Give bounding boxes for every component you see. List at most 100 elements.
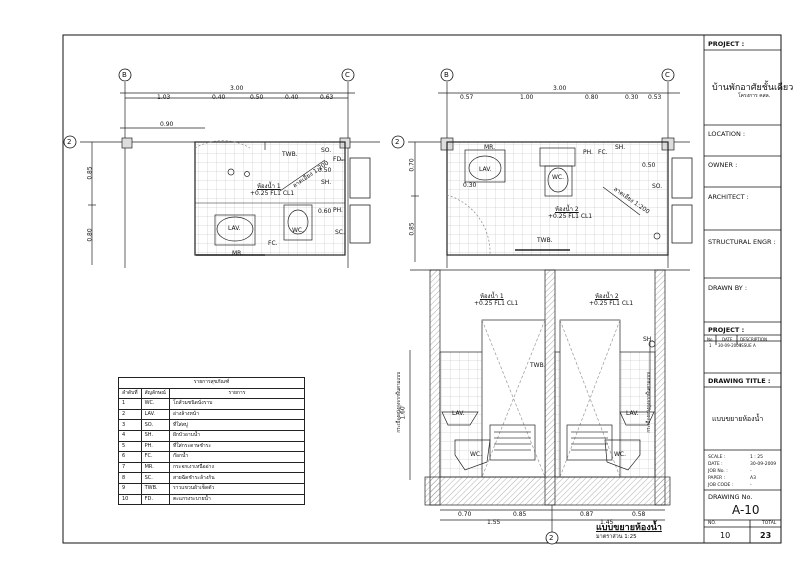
right-dim-r2: 0.30 — [463, 182, 477, 189]
legend-header-no: ลำดับที่ — [118, 387, 142, 400]
tb-rev-row-date: 30-09-2009 — [718, 343, 742, 348]
legend-cell: TWB. — [140, 482, 170, 495]
elev-dim-c1: 1.55 — [487, 519, 501, 526]
tb-rev-row-no: 1 — [709, 343, 712, 348]
right-room-level: +0.25 FL1 CL1 — [548, 213, 593, 220]
tb-architect-label: ARCHITECT : — [708, 193, 749, 201]
grid-label-b-right: B — [444, 71, 449, 79]
grid-bubbles — [63, 68, 675, 545]
legend-cell: 7 — [118, 461, 142, 474]
tb-location-label: LOCATION : — [708, 130, 746, 138]
legend-cell: ตะแกรงระบายน้ำ — [168, 493, 305, 506]
tb-no-label: NO. — [708, 521, 717, 526]
right-dim-v1: 0.70 — [408, 158, 416, 172]
tb-date-value: 30-09-2009 — [750, 462, 777, 467]
caption-scale: มาตราส่วน 1:25 — [596, 534, 637, 540]
right-dim-total: 3.00 — [553, 85, 567, 92]
tb-drawn-label: DRAWN BY : — [708, 284, 748, 292]
tb-project-label: PROJECT : — [708, 40, 745, 48]
grid-label-c-right: C — [665, 71, 670, 79]
left-label-wc: WC. — [292, 227, 305, 234]
tb-total-label: TOTAL — [762, 521, 777, 526]
tb-rev-header-desc: DESCRIPTION — [740, 337, 768, 342]
left-label-fc: FC. — [268, 240, 278, 247]
tb-sheet-no: 10 — [720, 531, 731, 540]
left-dim-total: 3.00 — [230, 85, 244, 92]
tb-rev-row-desc: ISSUE A — [740, 343, 756, 348]
right-label-so: SO. — [652, 183, 663, 190]
left-dim-inner: 0.90 — [160, 121, 174, 128]
left-label-so: SO. — [321, 147, 332, 154]
left-label-sh: SH. — [321, 179, 332, 186]
right-label-lav: LAV. — [479, 166, 492, 173]
tb-project-name: บ้านพักอาศัยชั้นเดียว — [712, 83, 794, 93]
right-label-mr: MR. — [484, 144, 496, 151]
tb-drawing-title-label: DRAWING TITLE : — [708, 377, 771, 385]
legend-cell: SH. — [140, 429, 170, 442]
left-label-sc: SC. — [335, 229, 345, 236]
left-dim-3: 0.50 — [250, 94, 264, 101]
elev-label-sh: SH. — [643, 336, 654, 343]
left-dim-1: 1.03 — [157, 94, 171, 101]
legend-cell: 3 — [118, 419, 142, 431]
right-room-label: ห้องน้ำ 2 — [555, 206, 579, 213]
legend-cell: LAV. — [140, 408, 170, 421]
elev-dim-b3: 0.87 — [580, 511, 594, 518]
right-label-wc: WC. — [552, 174, 565, 181]
elev-label-lav-l: LAV. — [452, 410, 465, 417]
legend-cell: สายฉีดชำระล้างก้น — [168, 472, 305, 484]
grid-label-2-right: 2 — [395, 138, 400, 146]
elev-room2-label: ห้องน้ำ 2 — [595, 293, 619, 300]
legend-header-symbol: สัญลักษณ์ — [140, 387, 170, 400]
tb-scale-value: 1 : 25 — [750, 455, 763, 460]
left-dim-5: 0.63 — [320, 94, 334, 101]
tb-sheet-total: 23 — [760, 531, 772, 540]
legend-cell: 2 — [118, 408, 142, 421]
tb-rev-header-date: DATE — [722, 337, 733, 342]
elev-dim-b2: 0.85 — [513, 511, 527, 518]
left-dim-r1: 0.60 — [318, 208, 332, 215]
right-dim-5: 0.53 — [648, 94, 662, 101]
right-dim-1: 0.57 — [460, 94, 474, 101]
elev-label-wc-r: WC. — [614, 451, 627, 458]
elev-room2-level: +0.25 FL1 CL1 — [589, 300, 634, 307]
left-label-fd: FD. — [333, 156, 343, 163]
legend-cell: ที่ใส่สบู่ — [168, 419, 305, 431]
tb-project-sub: โครงการ คสล. — [738, 93, 771, 99]
legend-cell: PH. — [140, 440, 170, 453]
tb-owner-label: OWNER : — [708, 161, 738, 169]
tb-jobcode-label: JOB CODE : — [708, 483, 734, 488]
legend-cell: WC. — [140, 398, 170, 410]
tb-paper-value: A3 — [750, 476, 756, 481]
grid-label-2-bottom: 2 — [549, 534, 554, 542]
grid-label-b-left: B — [122, 71, 127, 79]
legend-cell: อ่างล้างหน้า — [168, 408, 305, 421]
right-dim-v2: 0.85 — [408, 222, 416, 236]
tb-drawing-no-label: DRAWING No. — [708, 493, 753, 501]
elev-tile-note-right: กระเบื้องผนังสูงจากพื้นตามแบบ — [647, 371, 653, 433]
legend-cell: โถส้วมชนิดนั่งราบ — [168, 398, 305, 410]
tb-rev-header-no: No. — [707, 337, 714, 342]
left-room-label: ห้องน้ำ 1 — [257, 183, 281, 190]
right-label-ph: PH. — [583, 149, 593, 156]
elev-dim-c2: 1.45 — [600, 519, 614, 526]
left-label-mr: MR. — [232, 250, 244, 257]
tb-drawing-no: A-10 — [732, 503, 760, 517]
legend-cell: 8 — [118, 472, 142, 484]
legend-cell: ฝักบัวอาบน้ำ — [168, 429, 305, 442]
right-dim-3: 0.80 — [585, 94, 599, 101]
left-dim-4: 0.40 — [285, 94, 299, 101]
legend-cell: ก๊อกน้ำ — [168, 451, 305, 463]
legend-cell: ราวแขวนผ้าเช็ดตัว — [168, 482, 305, 495]
right-dim-r1: 0.50 — [642, 162, 656, 169]
elev-label-lav-r: LAV. — [626, 410, 639, 417]
elev-label-wc-l: WC. — [470, 451, 483, 458]
left-dim-v2: 0.80 — [86, 228, 94, 242]
legend-cell: MR. — [140, 461, 170, 474]
